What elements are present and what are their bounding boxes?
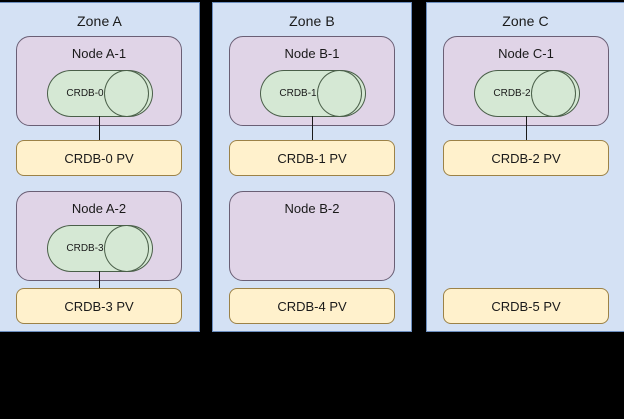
node-label: Node A-2 bbox=[71, 201, 127, 216]
database-cylinder-icon[interactable]: CRDB-1 bbox=[260, 70, 366, 117]
pv-box[interactable]: CRDB-4 PV bbox=[229, 288, 395, 324]
database-cylinder-icon[interactable]: CRDB-3 bbox=[47, 225, 153, 272]
pv-box[interactable]: CRDB-3 PV bbox=[16, 288, 182, 324]
cylinder-cap bbox=[104, 225, 149, 272]
node-box-b-1[interactable]: Node B-1 CRDB-1 bbox=[229, 36, 395, 126]
zone-panel-b[interactable]: Zone B Node B-1 CRDB-1 CRDB-1 PV Node B-… bbox=[212, 2, 412, 332]
node-label: Node B-2 bbox=[284, 201, 340, 216]
cylinder-cap bbox=[104, 70, 149, 117]
pv-box[interactable]: CRDB-1 PV bbox=[229, 140, 395, 176]
node-label: Node C-1 bbox=[498, 46, 554, 61]
node-box-b-2[interactable]: Node B-2 bbox=[229, 191, 395, 281]
zone-label: Zone C bbox=[502, 13, 549, 29]
node-box-a-1[interactable]: Node A-1 CRDB-0 bbox=[16, 36, 182, 126]
connector-line bbox=[312, 116, 313, 141]
connector-line bbox=[99, 271, 100, 296]
pod-label: CRDB-2 bbox=[493, 88, 531, 99]
zone-panel-a[interactable]: Zone A Node A-1 CRDB-0 CRDB-0 PV Node A-… bbox=[0, 2, 200, 332]
cylinder-cap bbox=[317, 70, 362, 117]
node-box-c-1[interactable]: Node C-1 CRDB-2 bbox=[443, 36, 609, 126]
zone-label: Zone A bbox=[77, 13, 122, 29]
connector-line bbox=[99, 116, 100, 141]
database-cylinder-icon[interactable]: CRDB-0 bbox=[47, 70, 153, 117]
zone-panel-c[interactable]: Zone C Node C-1 CRDB-2 CRDB-2 PV CRDB-5 … bbox=[426, 2, 624, 332]
node-label: Node A-1 bbox=[71, 46, 127, 61]
pod-label: CRDB-0 bbox=[66, 88, 104, 99]
pv-box[interactable]: CRDB-2 PV bbox=[443, 140, 609, 176]
connector-line bbox=[526, 116, 527, 141]
pv-box[interactable]: CRDB-0 PV bbox=[16, 140, 182, 176]
pv-box[interactable]: CRDB-5 PV bbox=[443, 288, 609, 324]
database-cylinder-icon[interactable]: CRDB-2 bbox=[474, 70, 580, 117]
pod-label: CRDB-3 bbox=[66, 243, 104, 254]
pod-label: CRDB-1 bbox=[279, 88, 317, 99]
zone-label: Zone B bbox=[289, 13, 335, 29]
cylinder-cap bbox=[531, 70, 576, 117]
node-label: Node B-1 bbox=[284, 46, 340, 61]
node-box-a-2[interactable]: Node A-2 CRDB-3 bbox=[16, 191, 182, 281]
